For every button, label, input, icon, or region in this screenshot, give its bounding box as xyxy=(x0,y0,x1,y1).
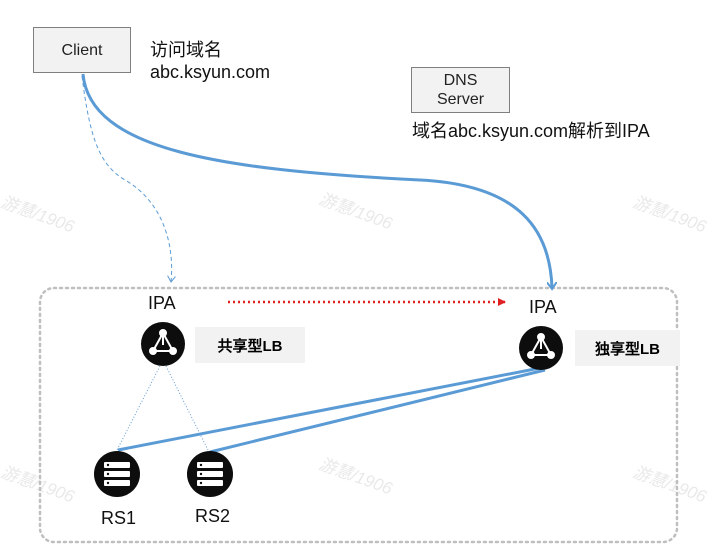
shared-lb-to-rs2-line xyxy=(165,365,210,453)
shared-lb-node xyxy=(141,322,185,366)
shared-lb-tag: 共享型LB xyxy=(195,327,305,363)
shared-lb-to-rs1-line xyxy=(115,365,161,453)
client-to-shared-lb-line xyxy=(81,75,172,282)
shared-lb-ip-label: IPA xyxy=(148,293,176,313)
dedicated-lb-tag: 独享型LB xyxy=(575,330,680,366)
lb-container xyxy=(38,286,679,544)
rs2-label: RS2 xyxy=(195,506,231,526)
dns-note: 域名abc.ksyun.com解析到IPA xyxy=(412,121,650,141)
dns-label-line1: DNS xyxy=(443,72,478,89)
dedicated-lb-ip-label: IPA xyxy=(529,297,557,317)
dns-label-line2: Server xyxy=(436,91,485,108)
client-note-line2: abc.ksyun.com xyxy=(150,62,271,82)
dedicated-lb-node xyxy=(519,326,563,370)
triangle-network-icon xyxy=(149,329,177,355)
triangle-network-icon xyxy=(527,333,555,359)
dedicated-lb-to-rs2-line xyxy=(209,368,546,454)
client-note: 访问域名 abc.ksyun.com xyxy=(150,39,270,83)
rs1-node xyxy=(94,451,140,497)
server-icon xyxy=(197,462,223,486)
client-label: Client xyxy=(61,41,103,59)
client-note-line1: 访问域名 xyxy=(150,40,222,60)
client-box: Client xyxy=(33,27,131,73)
rs2-node xyxy=(187,451,233,497)
server-icon xyxy=(104,462,130,486)
client-to-dedicated-lb-line xyxy=(81,73,552,288)
dedicated-lb-to-rs1-line xyxy=(117,366,541,452)
rs1-label: RS1 xyxy=(101,508,137,528)
dns-server-box: DNS Server xyxy=(411,67,510,113)
